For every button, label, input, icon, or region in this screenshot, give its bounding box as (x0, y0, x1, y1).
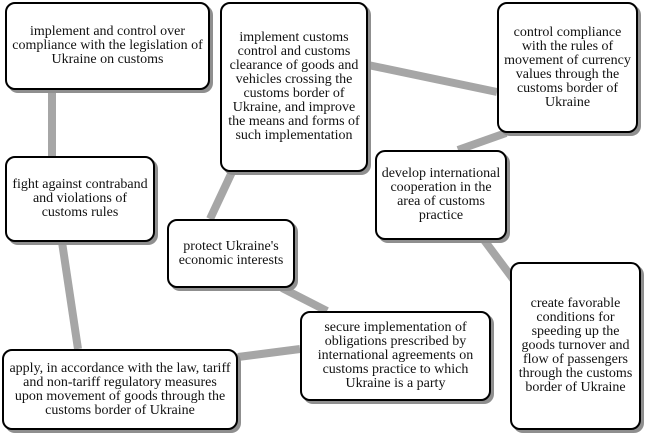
connector-n7-n6 (280, 284, 329, 315)
task-text-regulatory-measures: apply, in accordance with the law, tarif… (9, 360, 231, 418)
task-box-fight-contraband: fight against contraband and violations … (5, 156, 155, 242)
task-text-legislation-compliance: implement and control over compliance wi… (12, 24, 203, 67)
task-text-customs-control: implement customs control and customs cl… (228, 29, 360, 143)
task-text-economic-interests: protect Ukraine's economic interests (178, 238, 284, 268)
task-text-currency-control: control compliance with the rules of mov… (504, 24, 631, 110)
connector-n9-n7 (237, 345, 301, 361)
task-text-international-cooperation: develop international cooperation in the… (381, 166, 501, 223)
task-box-economic-interests: protect Ukraine's economic interests (167, 219, 295, 288)
connector-n4-n9 (58, 241, 82, 350)
task-box-international-cooperation: develop international cooperation in the… (375, 150, 507, 240)
task-text-fight-contraband: fight against contraband and violations … (12, 177, 148, 220)
task-text-favorable-conditions: create favorable conditions for speeding… (518, 296, 633, 395)
connector-n2-n3 (367, 61, 498, 96)
task-box-favorable-conditions: create favorable conditions for speeding… (510, 262, 641, 430)
task-box-customs-control: implement customs control and customs cl… (220, 2, 368, 172)
connector-n3-n5 (456, 129, 508, 154)
task-box-currency-control: control compliance with the rules of mov… (497, 2, 638, 133)
task-box-international-obligations: secure implementation of obligations pre… (300, 311, 491, 401)
task-box-regulatory-measures: apply, in accordance with the law, tarif… (2, 349, 238, 430)
task-box-legislation-compliance: implement and control over compliance wi… (5, 2, 210, 90)
connector-n6-n2 (206, 170, 236, 221)
task-text-international-obligations: secure implementation of obligations pre… (317, 320, 474, 391)
